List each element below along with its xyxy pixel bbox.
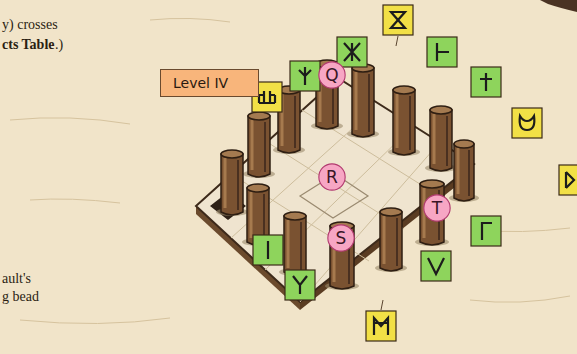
rune-tile <box>559 165 577 195</box>
level-box: Level IV <box>160 69 259 97</box>
standing-stone <box>375 208 407 272</box>
rune-tile <box>366 311 396 341</box>
rune-tile <box>471 67 501 97</box>
cut-off-text: y) crosses <box>2 17 58 33</box>
rune-tile <box>383 5 413 35</box>
standing-stone <box>347 64 379 138</box>
rune-tile <box>337 37 367 67</box>
callout-letter: R <box>318 164 346 190</box>
callout-circle: T <box>423 194 451 222</box>
cut-off-text: ault's <box>2 271 31 287</box>
cut-off-text: g bead <box>2 289 39 305</box>
rune-tile <box>427 37 457 67</box>
standing-stone <box>279 212 311 276</box>
standing-stone <box>243 112 275 178</box>
callout-letter: S <box>327 225 355 251</box>
standing-stone <box>425 106 457 172</box>
callout-letter: T <box>423 195 451 221</box>
tile-ticks <box>381 36 398 310</box>
rune-tile <box>512 108 542 138</box>
cut-off-text: cts Table <box>2 37 55 53</box>
parchment-texture <box>10 18 570 323</box>
standing-stone <box>216 150 248 216</box>
standing-stone <box>449 140 479 202</box>
standing-stone <box>388 86 420 156</box>
cut-off-text: .) <box>55 37 63 53</box>
level-label: Level IV <box>173 75 246 91</box>
callout-letter: Q <box>318 62 346 88</box>
callout-circle: S <box>327 224 355 252</box>
rune-tile <box>253 235 283 265</box>
rune-tile <box>285 270 315 300</box>
rune-tile <box>290 61 320 91</box>
callout-circle: R <box>318 163 346 191</box>
rune-tile <box>471 216 501 246</box>
corner-shade <box>540 0 577 12</box>
rune-tile <box>421 251 451 281</box>
rune-tiles <box>252 5 577 341</box>
standing-stone <box>325 222 359 290</box>
callout-circle: Q <box>318 61 346 89</box>
